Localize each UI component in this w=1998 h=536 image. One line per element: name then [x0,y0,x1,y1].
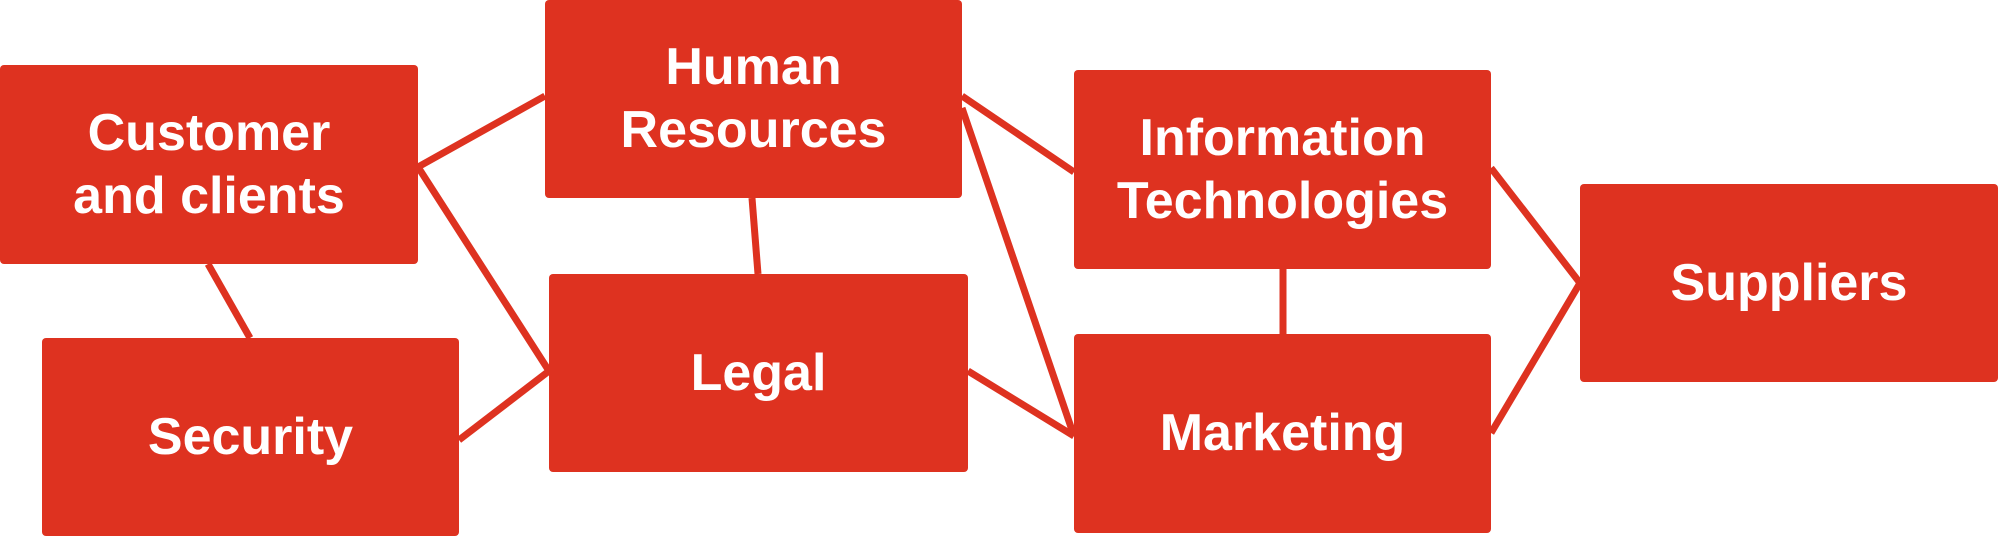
node-label: Suppliers [1670,253,1908,312]
node-suppliers: Suppliers [1580,184,1998,382]
node-label: Legal [690,343,827,402]
node-marketing: Marketing [1074,334,1491,533]
node-label: Security [147,407,354,466]
link-customer-security [204,262,254,340]
node-information-technologies: Information Technologies [1074,70,1491,269]
link-customer-legal [415,165,552,373]
link-hr-it [960,93,1076,175]
link-hr-legal [748,197,762,275]
node-legal: Legal [549,274,968,472]
link-marketing-suppliers [1487,281,1584,435]
node-label: Customer and clients [73,103,345,225]
node-human-resources: Human Resources [545,0,962,198]
link-hr-marketing [958,106,1078,438]
node-label: Marketing [1159,404,1406,462]
node-security: Security [42,338,459,536]
link-it-suppliers [1488,165,1583,286]
link-security-legal [456,368,552,443]
node-customer-and-clients: Customer and clients [0,65,418,264]
node-label: Information Technologies [1116,108,1449,230]
link-legal-marketing [966,368,1076,439]
link-customer-hr [416,92,547,171]
node-label: Human Resources [620,38,887,159]
